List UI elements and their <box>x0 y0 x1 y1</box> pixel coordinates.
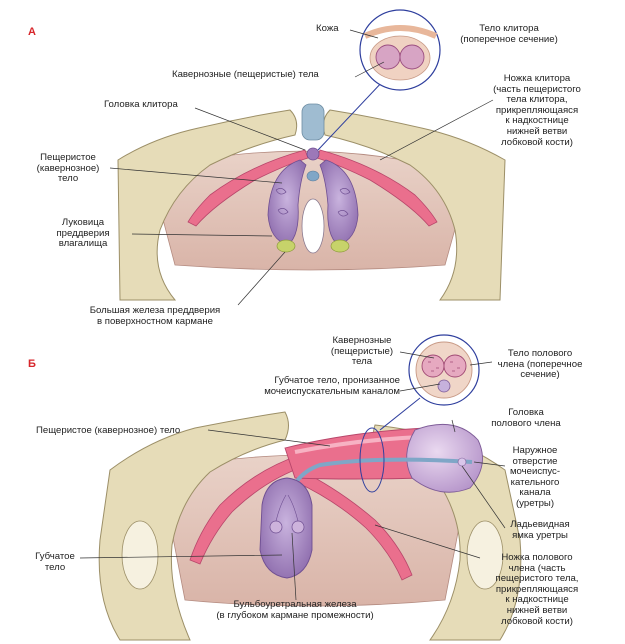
label-cavernous-bodies-b: Кавернозные (пещеристые) тела <box>330 335 394 368</box>
navicular-fossa-b <box>457 457 467 467</box>
label-greater-vestibular-gland: Большая железа преддверия в поверхностно… <box>89 305 221 327</box>
bulb-texture-a <box>275 188 351 217</box>
panel-label-b: Б <box>28 358 36 370</box>
label-cavernous-body-b: Пещеристое (кавернозное) тело <box>36 425 181 436</box>
label-penis-body: Тело полового члена (поперечное сечение) <box>497 348 583 381</box>
leaders-b <box>79 351 506 601</box>
label-urethral-meatus: Наружное отверстие мочеиспус- кательного… <box>509 445 561 509</box>
greater-vestibular-gland-left <box>276 239 296 253</box>
penis-glans <box>406 423 483 493</box>
label-spongy-body: Губчатое тело <box>35 551 75 573</box>
label-penis-crus: Ножка полового члена (часть пещеристого … <box>495 552 579 627</box>
greater-vestibular-gland-right <box>330 239 350 253</box>
inset-cavernous-left-b <box>421 354 445 378</box>
vaginal-opening <box>301 198 325 254</box>
pelvic-bone-left-a <box>117 109 298 301</box>
inset-spongy-b <box>437 379 451 393</box>
inset-connector-b <box>379 397 421 431</box>
penis-crus-right <box>295 469 413 581</box>
label-clitoris-glans: Головка клитора <box>104 99 178 110</box>
leaders-a <box>109 29 494 306</box>
label-penis-glans: Головка полового члена <box>491 407 561 429</box>
label-skin: Кожа <box>316 23 339 34</box>
label-clitoris-body: Тело клитора (поперечное сечение) <box>460 23 558 45</box>
clitoris-crus-right <box>316 149 438 227</box>
inset-cavernous-texture-b <box>428 361 460 372</box>
pelvic-bone-right-a <box>322 109 506 301</box>
urethral-opening <box>306 170 320 182</box>
clitoris-glans <box>306 147 320 161</box>
label-cavernous-body-a: Пещеристое (кавернозное) тело <box>36 152 100 185</box>
label-spongy-urethra: Губчатое тело, пронизанное мочеиспускате… <box>264 375 400 397</box>
obturator-left-b <box>121 520 159 590</box>
label-cavernous-bodies-a: Кавернозные (пещеристые) тела <box>172 69 319 80</box>
inset-cavernous-right-b <box>443 354 467 378</box>
inset-cavernous-right-a <box>399 44 425 70</box>
penis-bulb <box>259 477 313 579</box>
pubic-symphysis-a <box>301 103 325 141</box>
panel-b-drawing <box>79 334 522 641</box>
label-vestibule-bulb: Луковица преддверия влагалища <box>56 217 110 250</box>
label-bulbourethral-gland: Бульбоуретральная железа (в глубоком кар… <box>216 599 374 621</box>
bulbourethral-gland-right <box>291 520 305 534</box>
inset-cavernous-left-a <box>375 44 401 70</box>
clitoris-crus-left <box>187 149 309 227</box>
label-navicular-fossa: Ладьевидная ямка уретры <box>510 519 570 541</box>
panel-a-drawing <box>109 9 506 306</box>
label-clitoris-crus: Ножка клитора (часть пещеристого тела кл… <box>493 73 581 148</box>
inset-skin-a <box>363 25 438 39</box>
section-marker-b <box>359 427 385 493</box>
penis-body-highlight <box>294 435 421 454</box>
bulbourethral-ducts <box>275 494 299 522</box>
panel-label-a: А <box>28 26 36 38</box>
inset-connector-a <box>317 79 385 151</box>
bulbourethral-gland-left <box>269 520 283 534</box>
obturator-right-b <box>466 520 504 590</box>
